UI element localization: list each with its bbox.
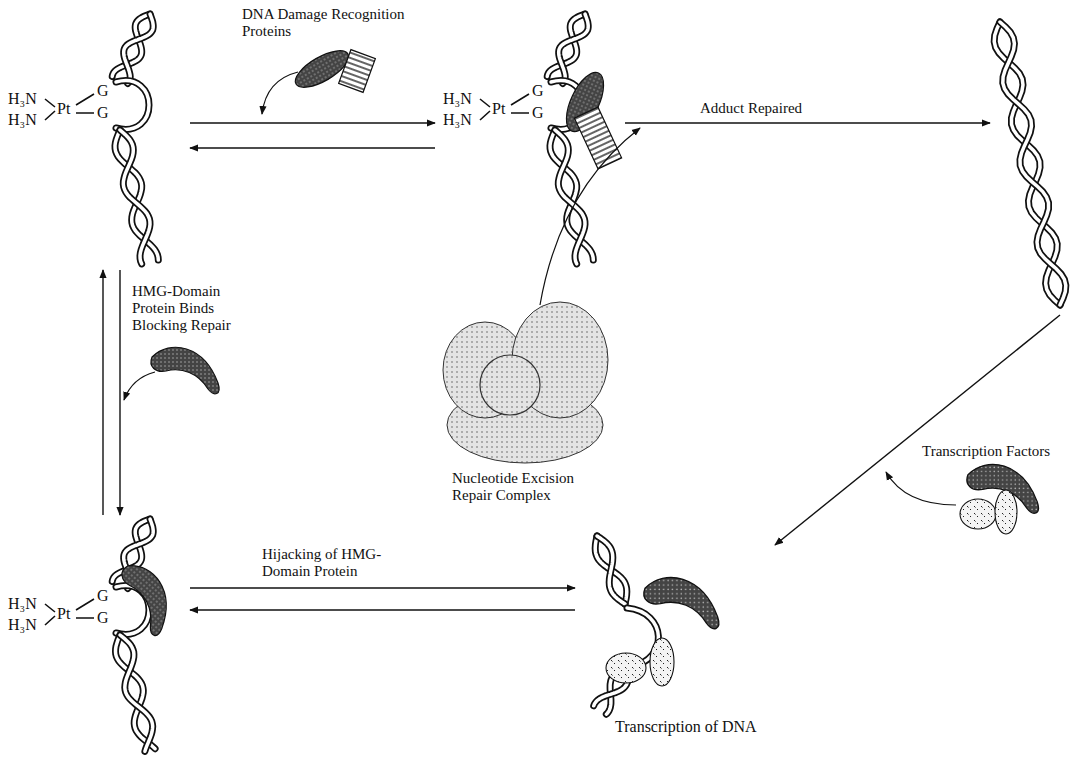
reaction-state: Transcription of DNA: [575, 530, 775, 755]
state-text: H₃N: [8, 111, 37, 129]
recognition-protein-block: [574, 107, 621, 169]
reaction-state: H₃N H₃N Pt GG: [0, 515, 190, 755]
dna-strand-outline: [116, 81, 149, 130]
arrow-line: [190, 147, 435, 148]
dna-strand-fill: [1000, 22, 1066, 305]
transcription-factor: [960, 499, 996, 529]
platinum-bonds: [480, 94, 529, 120]
state-text: H₃N: [8, 616, 37, 634]
state-text: H₃N: [8, 595, 37, 613]
state-text: G: [97, 82, 109, 100]
arrow-line: [190, 609, 575, 610]
state-text: Pt: [57, 100, 70, 118]
dna-strand-fill: [120, 635, 153, 751]
reaction-arrow: [625, 123, 990, 124]
state-text: Transcription of DNA: [615, 718, 757, 736]
bond-lines: [45, 94, 94, 120]
reaction-arrow: [775, 315, 1060, 545]
bound-hmg-protein: [104, 558, 186, 637]
state-text: G: [532, 82, 544, 100]
reaction-state: [990, 15, 1075, 315]
pointer-line: [262, 72, 298, 114]
part-label: Transcription Factors: [922, 443, 1072, 460]
state-text: Pt: [57, 605, 70, 623]
reaction-arrow: [190, 123, 435, 148]
bond-lines: [45, 599, 94, 625]
dna-strand-fill: [597, 536, 625, 604]
dna-strand-outline: [595, 536, 627, 604]
state-text: H₃N: [443, 90, 472, 108]
platinum-bonds: [45, 94, 94, 120]
hmg-protein: [644, 577, 719, 628]
state-text: G: [532, 104, 544, 122]
arrow-line: [775, 315, 1060, 545]
reaction-arrow: [190, 588, 575, 610]
state-text: G: [97, 587, 109, 605]
arrow-label: Hijacking of HMG-Domain Protein: [262, 546, 397, 580]
dna-strand-fill: [116, 81, 149, 130]
dna-strands: [112, 14, 1066, 751]
reaction-arrow: [103, 270, 120, 515]
arrow-line: [625, 122, 990, 123]
ner-complex: [443, 302, 608, 463]
dna-strand-outline: [124, 14, 154, 84]
arrow-label: HMG-Domain Protein Binds Blocking Repair: [132, 283, 250, 334]
arrow-label: DNA Damage Recognition Proteins: [242, 6, 417, 40]
dna-strand-outline: [555, 130, 585, 264]
dna-strand-outline: [559, 14, 589, 84]
dna-strand-outline: [1000, 22, 1066, 305]
state-text: Pt: [492, 100, 505, 118]
platinum-bonds: [45, 599, 94, 625]
free-hmg-protein: [151, 347, 219, 394]
free-recognition-proteins: [290, 44, 375, 95]
dna-strand-fill: [595, 536, 627, 604]
dna-strand-fill: [559, 14, 589, 84]
state-text: G: [97, 609, 109, 627]
reaction-state: H₃N H₃N Pt GG: [0, 10, 190, 270]
arrow-line: [119, 270, 120, 515]
dna-strand-fill: [120, 130, 150, 264]
state-text: G: [97, 104, 109, 122]
bond-lines: [480, 94, 529, 120]
transcription-factor: [995, 490, 1017, 534]
dna-strand-fill: [555, 130, 585, 264]
dna-strand-outline: [120, 130, 150, 264]
transcription-factor: [606, 653, 646, 683]
pointer-line: [886, 472, 956, 505]
transcription-factor: [650, 638, 674, 686]
part-label: Nucleotide Excision Repair Complex: [452, 470, 612, 504]
arrow-line: [102, 270, 103, 515]
ner-subunit: [480, 355, 540, 415]
pointer-line: [124, 372, 155, 400]
state-text: H₃N: [443, 111, 472, 129]
free-transcription-factors: [960, 464, 1038, 534]
state-text: H₃N: [8, 90, 37, 108]
pointer-line: [540, 128, 640, 305]
arrow-label: Adduct Repaired: [700, 100, 840, 117]
dna-strand-outline: [120, 635, 153, 751]
dna-strand-fill: [124, 14, 154, 84]
arrow-line: [190, 122, 435, 123]
arrow-line: [190, 587, 575, 588]
transcription-complex: [606, 577, 719, 686]
recognition-protein-block: [339, 50, 376, 93]
reaction-state: H₃N H₃N Pt GG: [435, 10, 625, 270]
dna-strand-outline: [597, 536, 625, 604]
